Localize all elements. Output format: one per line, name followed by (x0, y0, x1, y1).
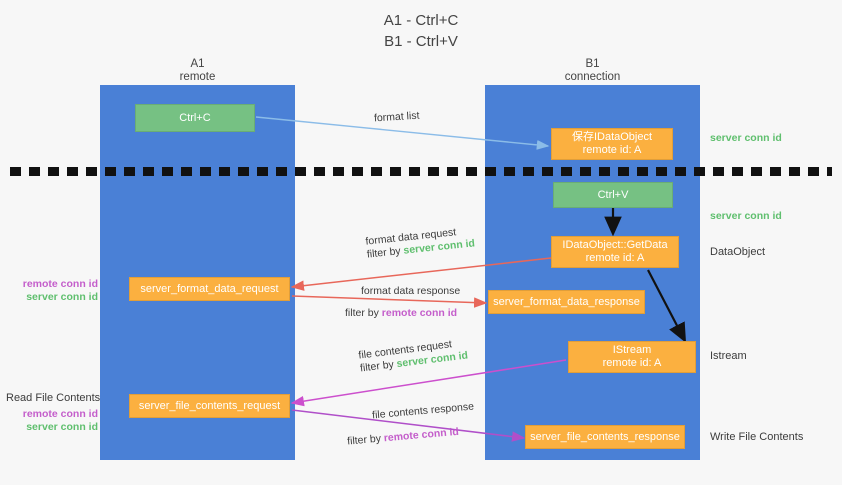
annotation-read-file-contents-server: server conn id (26, 421, 98, 433)
flow-label-fcresp-filter: filter by remote conn id (347, 424, 475, 448)
flow-label-fdresp-filter: filter by remote conn id (345, 307, 460, 320)
title-line-1: A1 - Ctrl+C (383, 12, 459, 29)
flow-label-file-contents-response: file contents response filter by remote … (347, 401, 475, 448)
annotation-conn-ids-format: remote conn id server conn id (10, 278, 98, 304)
box-save-idataobject-line2: remote id: A (582, 144, 642, 156)
box-server-file-contents-response-label: server_file_contents_response (530, 430, 680, 443)
box-server-format-data-response-label: server_format_data_response (493, 295, 640, 308)
flow-label-file-contents-request: file contents request filter by server c… (358, 336, 469, 375)
annotation-server-conn-id-second: server conn id (710, 210, 782, 222)
box-ctrl-c[interactable]: Ctrl+C (135, 104, 255, 132)
annotation-server-conn-id-top: server conn id (710, 132, 782, 144)
flow-label-fdresp-filter-prefix: filter by (345, 307, 382, 319)
flow-label-format-list-simple: format list (373, 109, 420, 125)
annotation-dataobject: DataObject (710, 246, 766, 258)
flow-label-fcresp-filter-prefix: filter by (346, 432, 385, 448)
annotation-read-file-contents: Read File Contents remote conn id server… (6, 392, 101, 434)
column-a1-subtitle: remote (179, 71, 216, 83)
box-server-file-contents-request[interactable]: server_file_contents_request (129, 394, 290, 418)
box-istream-line2: remote id: A (602, 357, 662, 369)
column-header-b1: B1 connection (485, 58, 700, 84)
box-ctrl-v[interactable]: Ctrl+V (553, 182, 673, 208)
flow-label-fdresp-filter-key: remote conn id (381, 307, 458, 319)
title-line-2: B1 - Ctrl+V (384, 33, 458, 50)
box-server-file-contents-response[interactable]: server_file_contents_response (525, 425, 685, 449)
box-server-format-data-request[interactable]: server_format_data_request (129, 277, 290, 301)
box-server-format-data-request-label: server_format_data_request (140, 282, 279, 295)
annotation-istream: Istream (710, 350, 747, 362)
box-save-idataobject-line1: 保存IDataObject (571, 131, 653, 143)
box-istream-line1: IStream (612, 344, 652, 356)
flow-label-fcresp-title: file contents response (371, 400, 475, 422)
annotation-conn-ids-format-remote: remote conn id (22, 278, 98, 290)
flow-label-fdreq-filter-prefix: filter by (366, 244, 405, 261)
column-header-a1: A1 remote (100, 58, 295, 84)
box-ctrl-v-label: Ctrl+V (597, 188, 629, 201)
box-ctrl-c-label: Ctrl+C (179, 111, 211, 124)
box-server-format-data-response[interactable]: server_format_data_response (488, 290, 645, 314)
column-a1-name: A1 (190, 58, 205, 70)
annotation-read-file-contents-title: Read File Contents (6, 392, 101, 404)
box-getdata-line2: remote id: A (585, 252, 645, 264)
flow-label-format-data-request: format data request filter by server con… (365, 224, 476, 261)
box-istream[interactable]: IStream remote id: A (568, 341, 696, 373)
annotation-read-file-contents-remote: remote conn id (22, 408, 98, 420)
diagram-title: A1 - Ctrl+C B1 - Ctrl+V (0, 10, 842, 52)
box-getdata-line1: IDataObject::GetData (562, 239, 668, 251)
flow-label-fdresp-title: format data response (361, 285, 461, 297)
column-b1-name: B1 (585, 58, 600, 70)
box-idataobject-getdata[interactable]: IDataObject::GetData remote id: A (551, 236, 679, 268)
box-save-idataobject[interactable]: 保存IDataObject remote id: A (551, 128, 673, 160)
annotation-conn-ids-format-server: server conn id (26, 291, 98, 303)
annotation-write-file-contents: Write File Contents (710, 431, 804, 443)
flow-label-format-data-response: format data response filter by remote co… (345, 285, 460, 320)
box-server-file-contents-request-label: server_file_contents_request (138, 399, 281, 412)
column-b1-subtitle: connection (564, 71, 621, 83)
flow-label-fcresp-filter-key: remote conn id (383, 425, 460, 445)
